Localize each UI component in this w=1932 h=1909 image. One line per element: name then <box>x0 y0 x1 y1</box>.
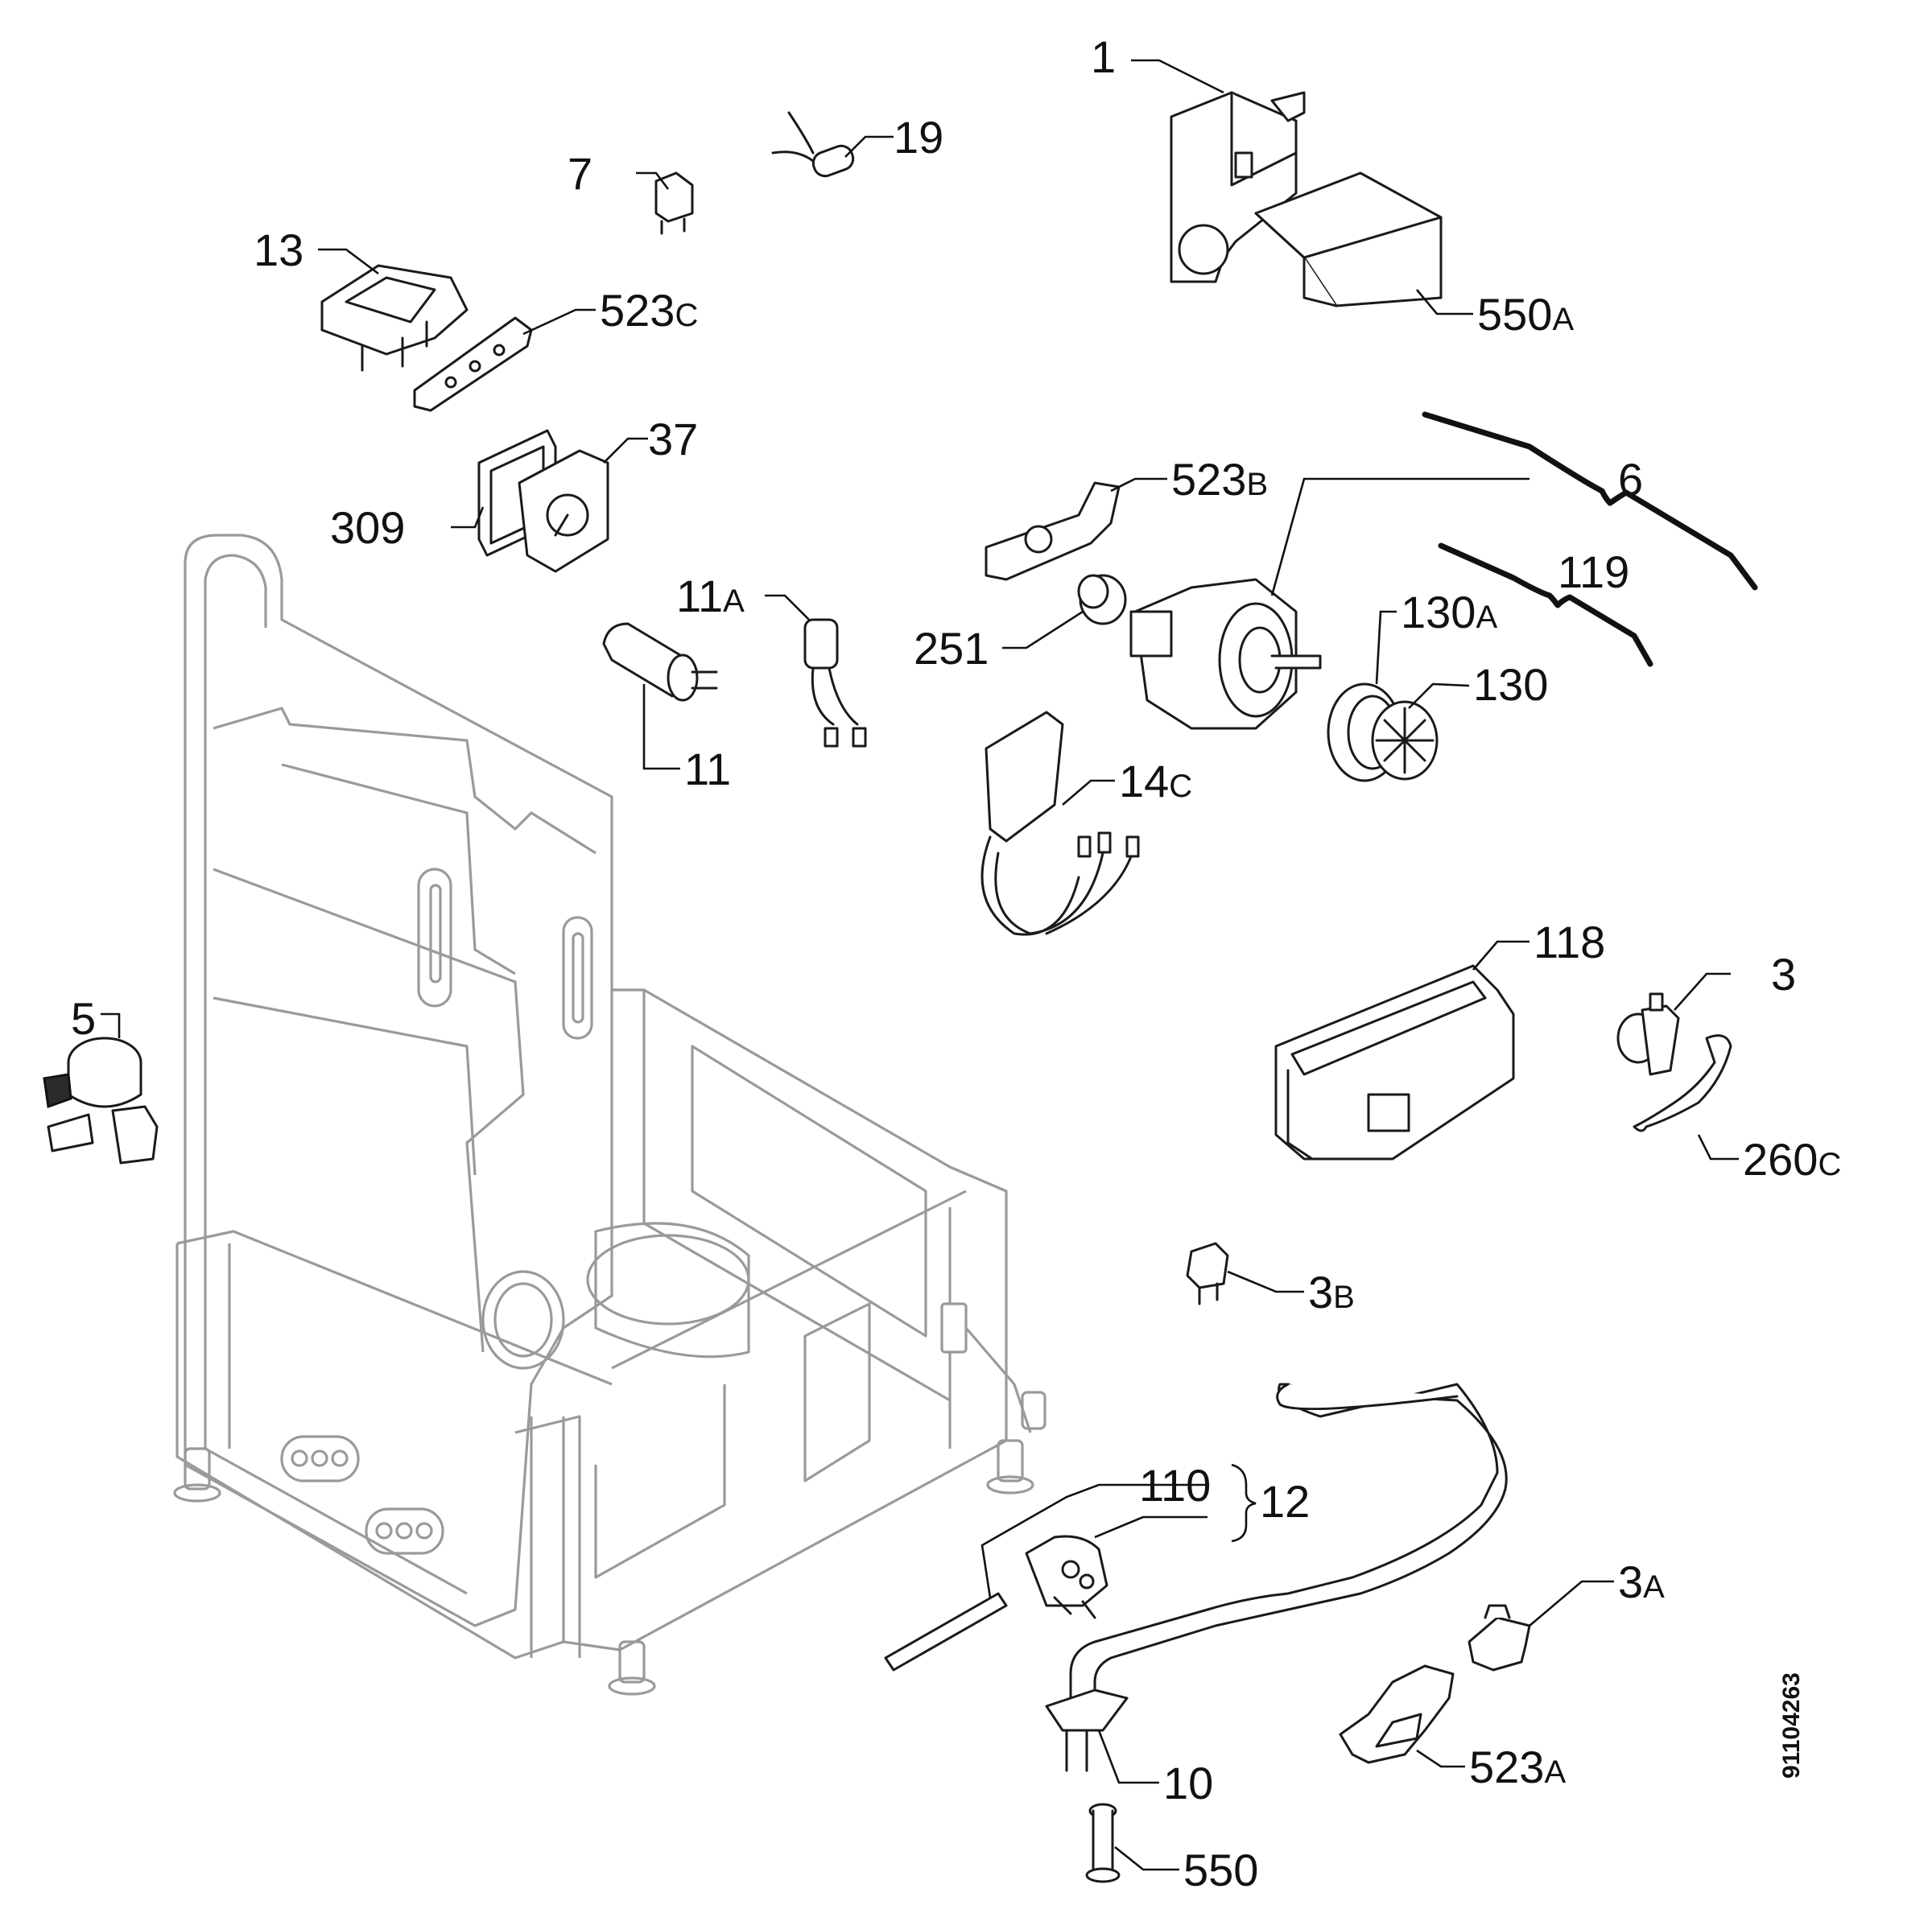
label-3b: 3 <box>1308 1267 1333 1317</box>
part-523b-bracket <box>985 481 1121 581</box>
label-11: 11 <box>684 744 731 794</box>
label-550a: 550 <box>1477 289 1552 340</box>
part-3a-thermostat <box>1468 1604 1531 1672</box>
part-7-switch <box>654 171 694 235</box>
part-523c-bracket <box>413 316 533 412</box>
label-523b: 523 <box>1171 454 1246 505</box>
svg-text:119: 119 <box>1558 546 1629 597</box>
svg-text:1: 1 <box>1091 31 1116 82</box>
label-550: 550 <box>1183 1845 1258 1895</box>
part-13-switch-block <box>320 264 469 372</box>
svg-text:110: 110 <box>1139 1460 1211 1511</box>
part-19-sensor <box>771 111 855 178</box>
svg-text:550: 550 <box>1183 1845 1258 1895</box>
brace-12 <box>1231 1463 1257 1543</box>
drawing-reference-number: 91104263 <box>1778 1672 1805 1779</box>
part-14c-wiring-harness <box>980 711 1140 936</box>
svg-text:3A: 3A <box>1618 1556 1665 1607</box>
callout-labels: 1 19 7 13 523C 550A 37 309 523B 6 119 11… <box>71 31 1841 1895</box>
label-7: 7 <box>568 148 592 199</box>
part-251-grommet <box>1077 574 1127 625</box>
label-523c: 523 <box>600 285 675 336</box>
brace-119 <box>1438 542 1653 667</box>
svg-text:550A: 550A <box>1477 289 1574 340</box>
svg-text:6: 6 <box>1618 454 1643 505</box>
svg-text:13: 13 <box>254 225 303 275</box>
part-6-motor <box>1129 578 1322 730</box>
svg-text:12: 12 <box>1260 1476 1310 1527</box>
label-10: 10 <box>1163 1758 1213 1808</box>
label-523a: 523 <box>1469 1742 1544 1792</box>
svg-text:523C: 523C <box>600 285 698 336</box>
label-3: 3 <box>1771 949 1796 1000</box>
svg-text:3B: 3B <box>1308 1267 1355 1317</box>
label-130a: 130 <box>1401 587 1476 637</box>
svg-text:523A: 523A <box>1469 1742 1566 1792</box>
label-251: 251 <box>914 623 989 674</box>
label-19: 19 <box>894 112 943 163</box>
part-5-inlet-valve <box>43 1037 159 1165</box>
braces <box>1231 411 1758 1543</box>
svg-text:10: 10 <box>1163 1758 1213 1808</box>
svg-text:130: 130 <box>1473 659 1548 710</box>
svg-text:251: 251 <box>914 623 989 674</box>
part-550a-box <box>1254 171 1443 307</box>
svg-text:118: 118 <box>1534 917 1605 967</box>
part-3b-switch <box>1186 1242 1229 1305</box>
label-37: 37 <box>648 414 698 464</box>
brace-6 <box>1422 411 1758 591</box>
svg-text:7: 7 <box>568 148 592 199</box>
part-37-heater-switch <box>518 449 609 573</box>
svg-text:11A: 11A <box>676 571 745 621</box>
part-10-heating-element <box>1045 1383 1508 1772</box>
dishwasher-frame <box>173 534 1046 1696</box>
label-12: 12 <box>1260 1476 1310 1527</box>
label-14c: 14 <box>1119 756 1169 806</box>
part-550-screw <box>1085 1803 1121 1883</box>
label-6: 6 <box>1618 454 1643 505</box>
part-11a-filter <box>803 618 867 748</box>
svg-text:309: 309 <box>330 502 405 553</box>
svg-text:260C: 260C <box>1743 1134 1841 1185</box>
svg-text:523B: 523B <box>1171 454 1268 505</box>
label-11a: 11 <box>676 571 723 621</box>
label-309: 309 <box>330 502 405 553</box>
svg-text:130A: 130A <box>1401 587 1497 637</box>
label-1: 1 <box>1091 31 1116 82</box>
label-130: 130 <box>1473 659 1548 710</box>
part-3-thermostat <box>1616 992 1680 1076</box>
svg-text:11: 11 <box>684 744 731 794</box>
part-523a-bracket <box>1339 1664 1455 1764</box>
label-110: 110 <box>1139 1460 1211 1511</box>
part-1-timer <box>1170 91 1306 283</box>
label-5: 5 <box>71 993 96 1044</box>
part-11-capacitor <box>602 622 718 702</box>
svg-text:3: 3 <box>1771 949 1796 1000</box>
svg-text:5: 5 <box>71 993 96 1044</box>
label-3a: 3 <box>1618 1556 1643 1607</box>
part-110-pressure-switch <box>884 1535 1108 1672</box>
label-13: 13 <box>254 225 303 275</box>
leader-lines <box>101 59 1739 1871</box>
svg-text:37: 37 <box>648 414 698 464</box>
label-119: 119 <box>1558 546 1629 597</box>
label-118: 118 <box>1534 917 1605 967</box>
label-260c: 260 <box>1743 1134 1818 1185</box>
part-118-dispenser <box>1274 964 1515 1161</box>
part-130-impeller <box>1327 682 1439 782</box>
svg-text:19: 19 <box>894 112 943 163</box>
part-260c-clip <box>1633 1034 1732 1132</box>
svg-text:14C: 14C <box>1119 756 1192 806</box>
